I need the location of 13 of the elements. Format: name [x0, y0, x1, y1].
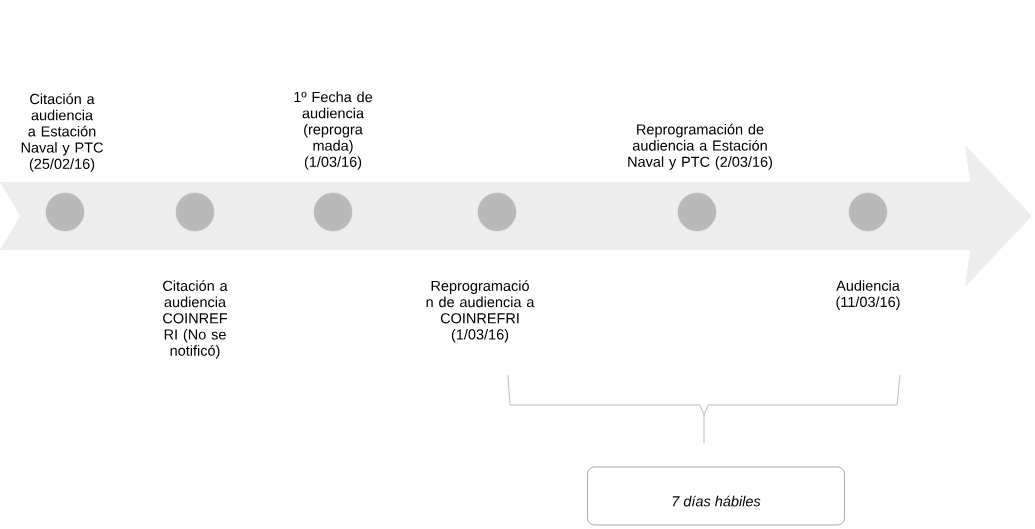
timeline-dot	[477, 192, 517, 232]
timeline-dot	[45, 192, 85, 232]
duration-box: 7 días hábiles	[587, 466, 845, 526]
event-label: Citación a audiencia COINREF RI (No se notificó)	[163, 280, 228, 359]
event-label: 1º Fecha de audiencia (reprogra mada) (1/03/16)	[294, 91, 373, 170]
event-label: Reprogramació n de audiencia a COINREFRI (1/03/16)	[426, 280, 535, 343]
event-label: Citación a audiencia a Estación Naval y PTC (25/02/16)	[21, 93, 103, 172]
timeline-dot	[175, 192, 215, 232]
timeline-dot	[313, 192, 353, 232]
timeline-dot	[677, 192, 717, 232]
event-label: Reprogramación de audiencia a Estación Naval y PTC (2/03/16)	[628, 123, 772, 170]
event-label: Audiencia (11/03/16)	[836, 280, 900, 310]
timeline-dot	[848, 192, 888, 232]
